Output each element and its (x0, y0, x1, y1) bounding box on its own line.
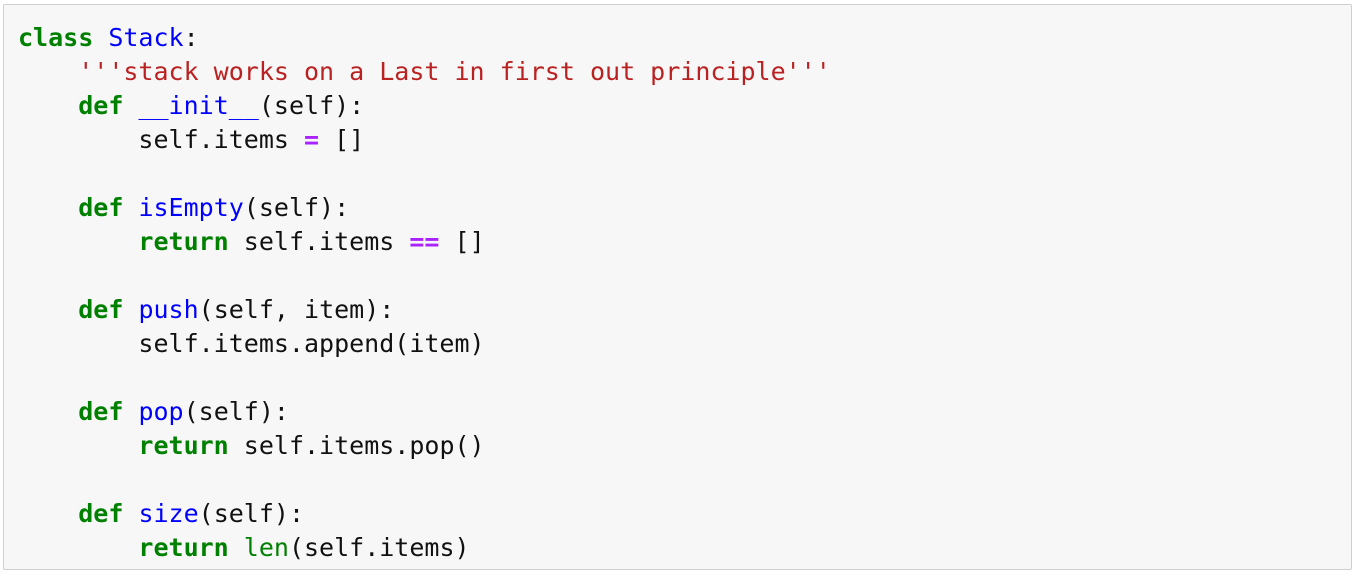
identifier-token: Stack (108, 23, 184, 52)
code-text (18, 91, 78, 120)
code-text (123, 499, 138, 528)
string-token: '''stack works on a Last in first out pr… (78, 57, 831, 86)
code-text (18, 499, 78, 528)
code-line: return len(self.items) (18, 531, 831, 565)
code-text (18, 533, 138, 562)
code-text: self.items (18, 125, 304, 154)
code-text (123, 397, 138, 426)
code-text: self.items.append(item) (18, 329, 485, 358)
code-line (18, 157, 831, 191)
code-line: def __init__(self): (18, 89, 831, 123)
code-text: [] (319, 125, 365, 154)
code-text (123, 193, 138, 222)
identifier-token: pop (138, 397, 184, 426)
code-text (18, 227, 138, 256)
code-line: def push(self, item): (18, 293, 831, 327)
code-text: (self): (243, 193, 350, 222)
code-text (18, 295, 78, 324)
code-line: return self.items == [] (18, 225, 831, 259)
builtin-token: len (243, 533, 289, 562)
code-text: self.items (228, 227, 410, 256)
code-text (93, 23, 108, 52)
code-text (18, 193, 78, 222)
keyword-token: return (138, 533, 229, 562)
code-text: [] (439, 227, 485, 256)
keyword-token: def (78, 397, 124, 426)
code-text: (self): (198, 499, 305, 528)
identifier-token: size (138, 499, 199, 528)
code-text (18, 57, 78, 86)
code-text: (self.items) (288, 533, 470, 562)
code-line (18, 463, 831, 497)
code-line: self.items = [] (18, 123, 831, 157)
code-text: (self): (183, 397, 289, 426)
code-text (18, 431, 138, 460)
code-text (18, 397, 78, 426)
identifier-token: __init__ (138, 91, 259, 120)
keyword-token: return (138, 431, 229, 460)
code-text: : (183, 23, 199, 52)
code-line (18, 361, 831, 395)
keyword-token: return (138, 227, 229, 256)
code-line: def isEmpty(self): (18, 191, 831, 225)
code-text: (self, item): (198, 295, 395, 324)
code-text (229, 533, 244, 562)
code-cell[interactable]: class Stack: '''stack works on a Last in… (3, 4, 1352, 570)
identifier-token: push (138, 295, 199, 324)
code-text (123, 295, 138, 324)
code-line: class Stack: (18, 21, 831, 55)
operator-token: = (303, 125, 320, 154)
code-line: '''stack works on a Last in first out pr… (18, 55, 831, 89)
keyword-token: def (78, 499, 124, 528)
code-line: return self.items.pop() (18, 429, 831, 463)
code-text: (self): (258, 91, 365, 120)
code-block: class Stack: '''stack works on a Last in… (18, 21, 831, 565)
code-line (18, 259, 831, 293)
code-text (123, 91, 138, 120)
keyword-token: class (18, 23, 94, 52)
identifier-token: isEmpty (138, 193, 244, 222)
code-text: self.items.pop() (228, 431, 485, 460)
keyword-token: def (78, 193, 124, 222)
code-line: def size(self): (18, 497, 831, 531)
code-line: self.items.append(item) (18, 327, 831, 361)
keyword-token: def (78, 295, 124, 324)
operator-token: == (409, 227, 440, 256)
keyword-token: def (78, 91, 124, 120)
code-line: def pop(self): (18, 395, 831, 429)
